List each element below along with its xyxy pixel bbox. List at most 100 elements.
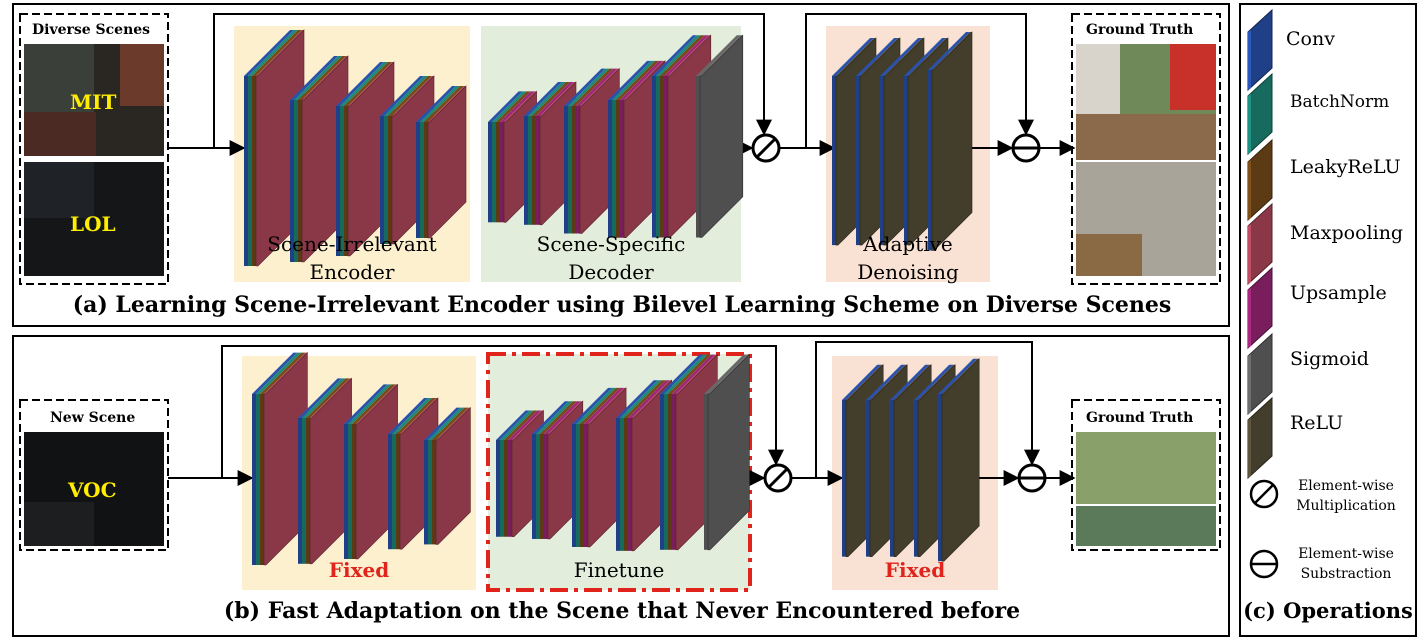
- mit-label: MIT: [70, 90, 117, 114]
- denoise-block-3-slab-top-0: [904, 38, 946, 76]
- encoder-block-0-slab-0: [244, 76, 248, 266]
- encoder-block-4-slab-top-0: [416, 86, 456, 122]
- denoise-block-1-slab-top-0: [856, 38, 898, 76]
- encoder-block-4-slab-top-2: [432, 407, 469, 440]
- encoder-block-1-slab-top-1: [294, 56, 342, 100]
- decoder-block-0-slab-3: [500, 122, 504, 223]
- encoder-block-0-slab-top-0: [252, 352, 298, 394]
- gt-b-row1: [1076, 432, 1216, 504]
- diverse-scenes-title: Diverse Scenes: [32, 22, 151, 38]
- decoder-block-4-slab-top-0: [652, 35, 697, 76]
- decoder-block-0-slab-top-3: [500, 91, 535, 122]
- decoder-block-4-slab-3: [664, 76, 668, 238]
- encoder-block-1-slab-1: [302, 418, 306, 564]
- decoder-block-2-slab-3: [584, 424, 588, 547]
- gt-a-panda: [1076, 44, 1120, 114]
- decoder-block-4-slab-top-1: [656, 35, 701, 76]
- voc-label: VOC: [68, 478, 117, 502]
- encoder-block-4-slab-0: [424, 440, 428, 545]
- encoder-label: Scene-Irrelevant Encoder: [234, 230, 470, 286]
- encoder-block-3-slab-0: [388, 434, 392, 550]
- denoise-block-1-slab-0: [866, 400, 870, 557]
- decoder-block-1-slab-0: [532, 434, 536, 539]
- denoise-block-1-slab-0: [856, 76, 860, 246]
- encoder-block-4-face: [435, 406, 471, 545]
- denoise-block-4-slab-top-0: [928, 32, 970, 70]
- denoise-block-4-slab-0: [938, 394, 942, 562]
- encoder-block-4-slab-1: [428, 440, 432, 545]
- decoder-block-0-slab-0: [496, 440, 500, 537]
- gt-b-row2: [1076, 506, 1216, 546]
- decoder-block-1-slab-top-3: [544, 401, 581, 434]
- decoder-block-4-slab-top-0: [660, 354, 704, 394]
- decoder-block-1-slab-1: [536, 434, 540, 539]
- encoder-block-0-slab-top-2: [260, 352, 306, 394]
- decoder-block-3-slab-top-3: [628, 380, 670, 418]
- decoder-block-4-slab-top-3: [664, 35, 709, 76]
- legend-swatch-relu: [1247, 396, 1273, 480]
- legend-multiplication-line2: Multiplication: [1296, 498, 1396, 514]
- encoder-block-1-slab-top-2: [306, 378, 350, 418]
- denoising-label-line2: Denoising: [857, 260, 959, 284]
- decoder-block-3-slab-0: [608, 100, 612, 238]
- encoder-block-0-slab-top-1: [256, 352, 302, 394]
- decoder-block-0-slab-top-1: [492, 91, 527, 122]
- legend-swatch-sigmoid: [1247, 332, 1273, 416]
- legend-title: (c) Operations: [1243, 598, 1413, 623]
- encoder-block-2-slab-top-2: [352, 384, 396, 424]
- lol-label: LOL: [70, 212, 116, 236]
- decoder-block-4-slab-2: [660, 76, 664, 238]
- decoder-sigmoid-slab-0: [696, 76, 700, 238]
- denoise-block-4-slab-0: [928, 70, 932, 251]
- panel-b-frame: [12, 335, 1230, 637]
- gt-a-row2: [1076, 114, 1216, 160]
- denoise-block-3-slab-0: [904, 76, 908, 246]
- decoder-block-3-slab-top-1: [620, 380, 662, 418]
- decoder-block-3-slab-top-3: [620, 60, 664, 100]
- legend-batchnorm-label: BatchNorm: [1290, 92, 1390, 112]
- decoder-block-4-slab-0: [660, 394, 664, 550]
- decoder-block-0-slab-1: [492, 122, 496, 223]
- encoder-block-3-slab-2: [396, 434, 400, 550]
- encoder-block-4-slab-top-0: [424, 407, 461, 440]
- encoder-block-2-slab-0: [336, 106, 340, 256]
- panel-a-subtract-node: [1011, 133, 1041, 163]
- decoder-block-3-slab-top-0: [616, 380, 658, 418]
- ground-truth-title-a: Ground Truth: [1086, 22, 1194, 38]
- legend-swatch-conv: [1247, 8, 1273, 92]
- encoder-block-4-slab-top-1: [428, 407, 465, 440]
- encoder-block-4-slab-1: [420, 122, 424, 238]
- decoder-label-line1: Scene-Specific: [536, 232, 686, 256]
- decoder-block-1-slab-0: [524, 116, 528, 225]
- denoise-block-0-slab-top-0: [842, 364, 882, 400]
- decoder-block-4-slab-3: [672, 394, 676, 550]
- encoder-block-1-slab-top-0: [290, 56, 338, 100]
- legend-multiply-icon: [1249, 479, 1279, 509]
- encoder-block-0-slab-top-2: [252, 30, 302, 76]
- legend-conv-label: Conv: [1286, 28, 1335, 50]
- decoder-block-0-slab-top-2: [504, 410, 538, 440]
- panel-b-connections: [168, 341, 1076, 486]
- encoder-block-4-slab-top-2: [424, 86, 464, 122]
- denoise-block-0-slab-top-0: [832, 38, 874, 76]
- decoder-block-2-slab-2: [580, 424, 584, 547]
- legend-substraction-line2: Substraction: [1300, 566, 1392, 582]
- decoder-block-1-slab-top-1: [536, 401, 573, 434]
- decoder-block-3-slab-1: [612, 100, 616, 238]
- encoder-block-1-slab-top-2: [298, 56, 346, 100]
- denoising-label-line1: Adaptive: [863, 232, 953, 256]
- encoder-block-3-slab-top-1: [384, 76, 428, 116]
- legend-swatches: [1247, 8, 1273, 480]
- legend-sigmoid-label: Sigmoid: [1290, 348, 1369, 370]
- encoder-block-0-slab-0: [252, 394, 256, 565]
- panel-a-caption: (a) Learning Scene-Irrelevant Encoder us…: [72, 292, 1172, 318]
- decoder-block-4-slab-2: [668, 394, 672, 550]
- encoder-block-0-slab-top-0: [244, 30, 294, 76]
- legend-leakyrelu-label: LeakyReLU: [1290, 156, 1401, 178]
- decoder-block-2-slab-top-2: [572, 68, 614, 106]
- legend-swatch-maxpooling: [1247, 202, 1273, 286]
- encoder-block-1-slab-top-1: [302, 378, 346, 418]
- legend-substraction-label: Element-wise Substraction: [1280, 544, 1412, 584]
- decoder-block-3-slab-top-2: [624, 380, 666, 418]
- decoder-block-4-slab-0: [652, 76, 656, 238]
